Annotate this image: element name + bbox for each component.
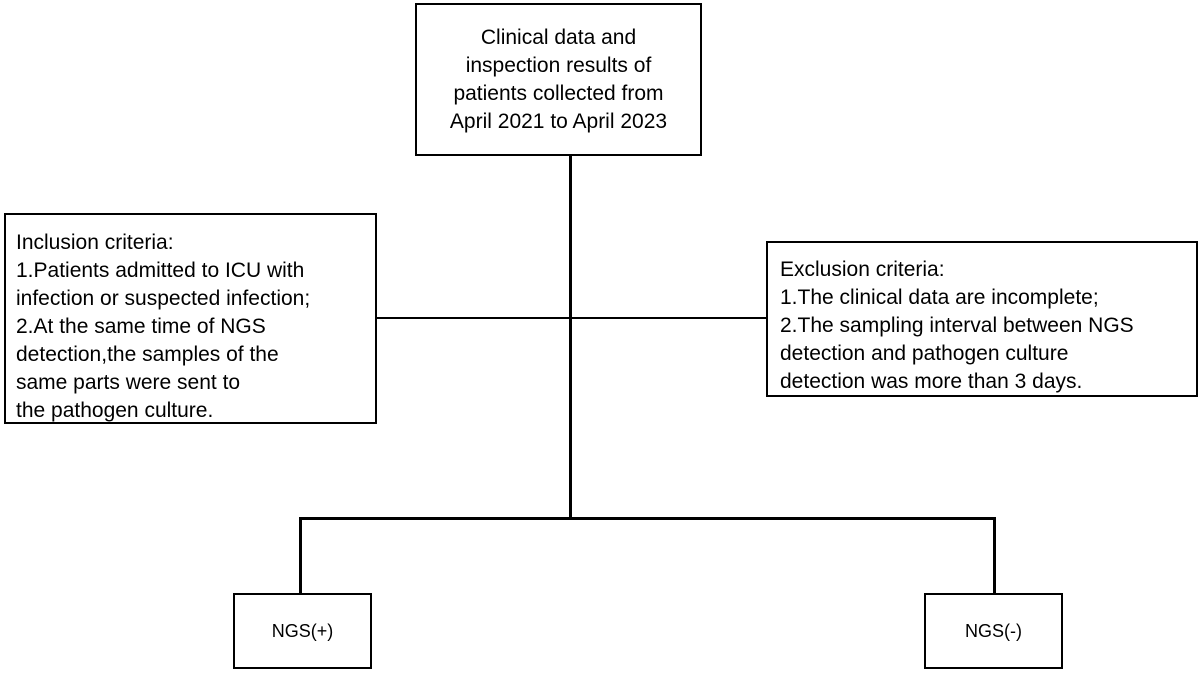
inclusion-criteria-line: infection or suspected infection; [16, 287, 311, 310]
ngs-negative-box: NGS(-) [924, 593, 1063, 669]
connector-main-vertical [569, 155, 572, 519]
exclusion-criteria-heading: Exclusion criteria: [780, 258, 945, 281]
connector-left-down [299, 517, 302, 594]
ngs-negative-label: NGS(-) [965, 620, 1022, 641]
inclusion-criteria-line: 2.At the same time of NGS [16, 315, 266, 338]
ngs-positive-box: NGS(+) [233, 593, 372, 669]
exclusion-criteria-line: detection was more than 3 days. [780, 370, 1083, 393]
data-collection-box: Clinical data and inspection results of … [415, 3, 702, 156]
inclusion-criteria-line: detection,the samples of the [16, 343, 279, 366]
inclusion-criteria-box: Inclusion criteria: 1.Patients admitted … [4, 213, 377, 424]
data-collection-line: April 2021 to April 2023 [449, 109, 668, 133]
inclusion-criteria-line: same parts were sent to [16, 371, 241, 394]
connector-right-down [993, 517, 996, 594]
ngs-positive-label: NGS(+) [271, 620, 334, 641]
exclusion-criteria-box: Exclusion criteria: 1.The clinical data … [766, 241, 1198, 397]
exclusion-criteria-line: 2.The sampling interval between NGS [780, 314, 1134, 337]
data-collection-line: patients collected from [453, 81, 664, 105]
exclusion-criteria-line: 1.The clinical data are incomplete; [780, 286, 1099, 309]
inclusion-criteria-heading: Inclusion criteria: [16, 231, 174, 254]
data-collection-line: Clinical data and [480, 25, 637, 49]
connector-split-horizontal [299, 517, 996, 520]
inclusion-criteria-line: 1.Patients admitted to ICU with [16, 259, 305, 282]
exclusion-criteria-line: detection and pathogen culture [780, 342, 1069, 365]
inclusion-criteria-line: the pathogen culture. [16, 399, 214, 422]
data-collection-line: inspection results of [465, 53, 652, 77]
connector-horizontal-criteria [376, 317, 767, 319]
